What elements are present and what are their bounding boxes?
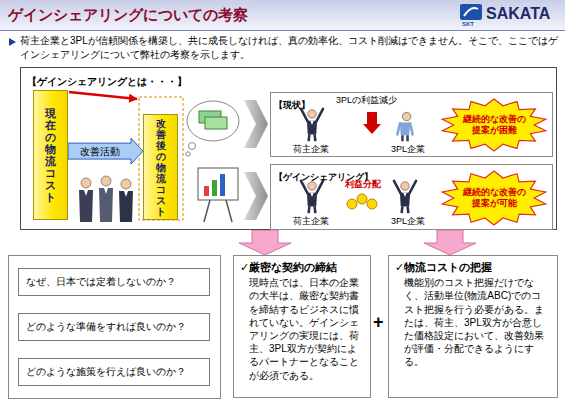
party-name: 荷主企業 (293, 216, 329, 226)
title-band (0, 0, 565, 30)
question-box: どのような準備をすれば良いのか？ (18, 313, 210, 341)
starburst-outline (442, 99, 545, 151)
callout-text: 利益分配 (345, 179, 381, 189)
provider-figure (397, 112, 412, 141)
point-card: ✓物流コストの把握機能別のコスト把握だけでなく、活動単位(物流ABC)でのコスト… (388, 255, 558, 398)
node-heading: ✓厳密な契約の締結 (240, 260, 364, 274)
party-name: 荷主企業 (293, 144, 329, 154)
dotted-outline (139, 97, 183, 220)
shipper-figure (301, 109, 323, 141)
node-body: 機能別のコスト把握だけでなく、活動単位(物流ABC)でのコスト把握を行う必要があ… (404, 276, 551, 368)
coins (347, 194, 377, 209)
vertical-label: 改善後の物流コスト (156, 118, 166, 217)
callout-text: 3PLの利益減少 (336, 95, 397, 105)
improvement-arrow (68, 138, 143, 164)
question-box: どのような施策を行えば良いのか？ (18, 358, 210, 386)
starburst-outline (442, 171, 545, 225)
slide-title: ゲインシェアリングについての考察 (8, 6, 248, 23)
staff-figures (79, 176, 133, 222)
logo-mark (460, 4, 482, 20)
edge-label: 改善活動 (78, 146, 122, 157)
node-heading: どのような施策を行えば良いのか？ (26, 366, 186, 378)
node-heading: 【現状】 (274, 100, 310, 111)
cost-bar: 現在の物流コスト (33, 90, 68, 220)
intro-note: 荷主企業と3PLが信頼関係を構築し、共に成長しなければ、真の効率化、コスト削減は… (20, 34, 560, 61)
party-name: 3PL企業 (391, 144, 425, 154)
decrease-arrow (363, 112, 381, 134)
reduction-arrow (69, 92, 137, 99)
shipper-figure (301, 181, 323, 213)
node-heading: なぜ、日本では定着しないのか？ (26, 276, 176, 288)
node-heading: 継続的な改善の提案が困難 (461, 114, 527, 136)
flow-arrow (239, 230, 291, 255)
bullet-mark (9, 38, 16, 46)
flow-arrow (424, 230, 476, 255)
node-body: 現時点では、日本の企業の大半は、厳密な契約書を締結するビジネスに慣れていない。ゲ… (249, 276, 364, 382)
chevron-arrow (244, 172, 268, 220)
plus-sign: + (373, 312, 384, 333)
starburst: 継続的な改善の提案が可能 (440, 170, 548, 226)
logo-subtext: SKT (462, 21, 474, 28)
cost-bar: 改善後の物流コスト (143, 114, 178, 220)
node-heading: 継続的な改善の提案が可能 (461, 187, 527, 209)
point-card: ✓厳密な契約の締結現時点では、日本の企業の大半は、厳密な契約書を締結するビジネス… (233, 255, 371, 398)
node-heading: ✓物流コストの把握 (395, 260, 551, 274)
node-heading: どのような準備をすれば良いのか？ (26, 321, 186, 333)
node-heading: 【ゲインシェアリングとは・・・】 (27, 76, 187, 88)
starburst: 継続的な改善の提案が困難 (440, 98, 548, 152)
vertical-label: 現在の物流コスト (45, 107, 56, 204)
title-rule (0, 30, 565, 31)
chart-board (198, 168, 238, 222)
provider-figure (394, 181, 416, 213)
company-logo: SAKATA (486, 5, 550, 23)
thought-bubble (186, 101, 239, 156)
chevron-arrow (244, 100, 268, 148)
question-frame (9, 256, 221, 399)
party-name: 3PL企業 (391, 216, 425, 226)
question-box: なぜ、日本では定着しないのか？ (18, 268, 210, 296)
